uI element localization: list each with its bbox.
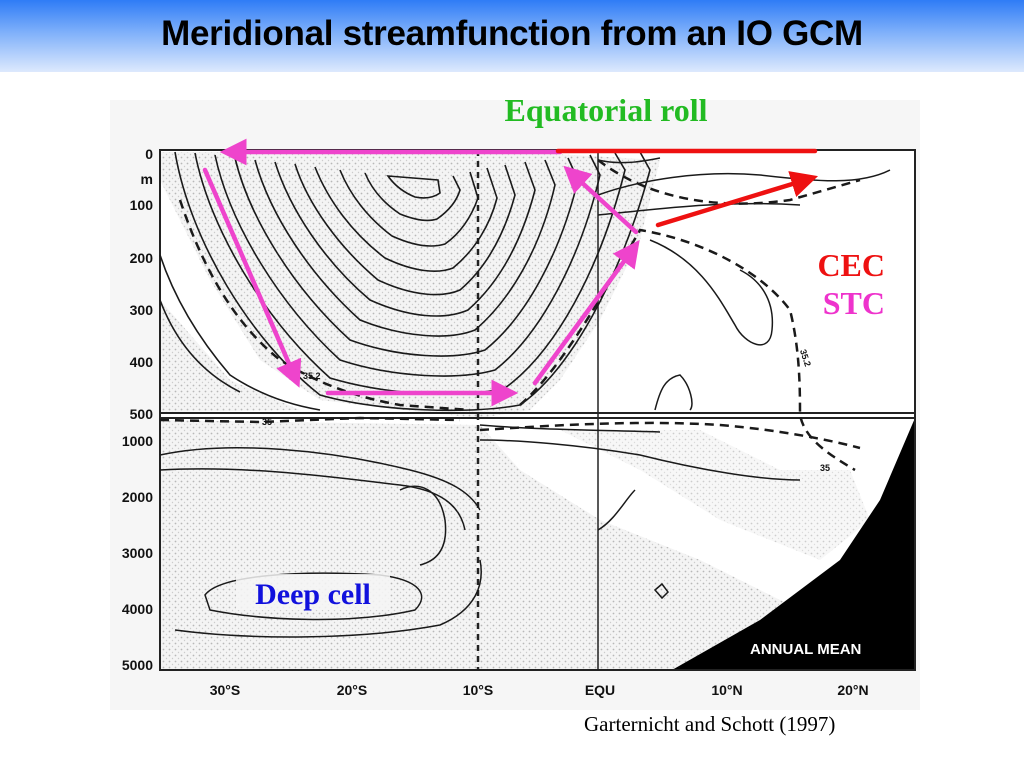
- isopycnal-label: 35: [820, 463, 830, 473]
- depth-tick-label: 5000: [122, 657, 153, 673]
- stc-arrows: [202, 138, 640, 407]
- stc-label: STC: [823, 285, 885, 321]
- depth-tick-label: 3000: [122, 545, 153, 561]
- figure-background: [110, 100, 920, 710]
- depth-axis: 0 m 100 200 300 400 500 1000 2000 3000 4…: [122, 146, 153, 673]
- cec-arrow: [655, 171, 819, 228]
- depth-tick-label: 500: [130, 406, 154, 422]
- depth-tick-label: 100: [130, 197, 154, 213]
- equatorial-roll-label: Equatorial roll: [505, 92, 708, 128]
- annotations: Equatorial roll CEC STC Deep cell: [236, 92, 885, 611]
- depth-tick-label: 200: [130, 250, 154, 266]
- depth-tick-label: 4000: [122, 601, 153, 617]
- lat-tick-label: 20°S: [337, 682, 368, 698]
- lat-tick-label: EQU: [585, 682, 615, 698]
- streamfunction-contours-lower: [159, 424, 801, 638]
- lat-tick-label: 10°S: [463, 682, 494, 698]
- slide-title: Meridional streamfunction from an IO GCM: [161, 14, 863, 53]
- lat-tick-label: 20°N: [837, 682, 868, 698]
- cec-label: CEC: [817, 247, 885, 283]
- depth-unit-label: m: [141, 171, 153, 187]
- deep-cell-label: Deep cell: [255, 578, 371, 611]
- isopycnal-label: 35: [262, 417, 272, 427]
- title-bar: Meridional streamfunction from an IO GCM: [0, 0, 1024, 72]
- depth-tick-label: 400: [130, 354, 154, 370]
- latitude-axis: 30°S 20°S 10°S EQU 10°N 20°N: [210, 682, 869, 698]
- lat-tick-label: 30°S: [210, 682, 241, 698]
- stc-arrow-downwelling: [202, 167, 302, 388]
- stc-arrow-upwelling: [532, 239, 640, 386]
- panel-label: ANNUAL MEAN: [750, 641, 861, 658]
- isopycnal-label: 35.2: [303, 371, 321, 381]
- cec-arrows: [555, 148, 819, 228]
- source-citation: Garternicht and Schott (1997): [584, 712, 836, 736]
- depth-tick-label: 0: [145, 146, 153, 162]
- stc-arrow-equatorial-return: [563, 165, 639, 235]
- depth-tick-label: 1000: [122, 433, 153, 449]
- isopycnal-lines: [159, 159, 861, 472]
- depth-tick-label: 2000: [122, 489, 153, 505]
- depth-tick-label: 300: [130, 302, 154, 318]
- deep-cell-label-bg: [236, 574, 390, 610]
- lat-tick-label: 10°N: [711, 682, 742, 698]
